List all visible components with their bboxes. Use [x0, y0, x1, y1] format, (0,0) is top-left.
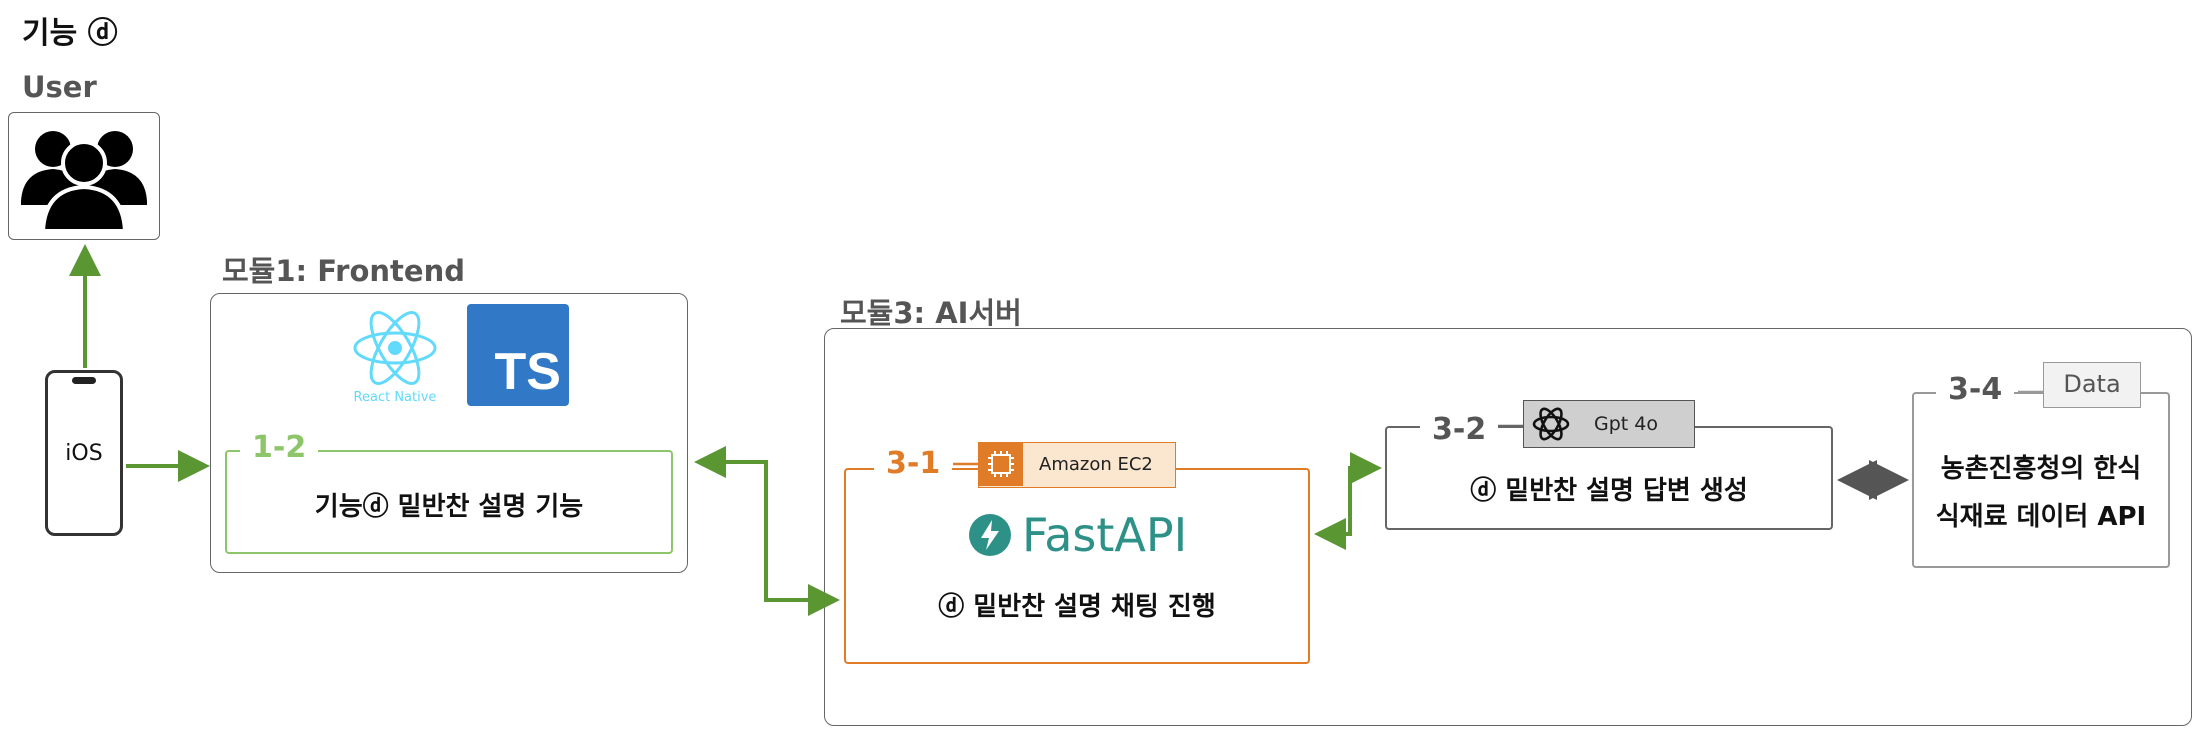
- users-group-icon: [21, 131, 147, 233]
- iphone-icon: iOS: [45, 370, 123, 536]
- arrow-fastapi-gpt: [1314, 452, 1382, 550]
- answer-generation-text: ⓓ 밑반찬 설명 답변 생성: [1470, 476, 1748, 506]
- fastapi-bolt-icon: [969, 514, 1011, 556]
- page-title: 기능 ⓓ: [22, 16, 118, 51]
- device-label: iOS: [65, 441, 103, 466]
- openai-icon: [1532, 407, 1570, 441]
- step-3-1-box: [844, 468, 1310, 664]
- ts-logo-text: TS: [494, 343, 561, 401]
- step-3-2-label: 3-2: [1420, 412, 1499, 448]
- frontend-feature-text: 기능ⓓ 밑반찬 설명 기능: [314, 492, 584, 522]
- step-3-4-label: 3-4: [1936, 372, 2015, 408]
- chat-progress-text: ⓓ 밑반찬 설명 채팅 진행: [938, 592, 1216, 622]
- react-native-label: React Native: [353, 390, 437, 405]
- step-1-2-box: [225, 450, 673, 554]
- step-3-4-box: [1912, 392, 2170, 568]
- data-badge: Data: [2043, 362, 2141, 408]
- fastapi-logo: FastAPI: [968, 508, 1198, 562]
- gpt-4o-badge: Gpt 4o: [1523, 400, 1695, 448]
- user-box: [8, 112, 160, 240]
- arrow-frontend-ai-server: [694, 446, 840, 616]
- api-text-line2: 식재료 데이터 API: [1935, 502, 2147, 532]
- api-text-line1: 농촌진흥청의 한식: [1940, 454, 2142, 484]
- module1-label: 모듈1: Frontend: [222, 254, 465, 288]
- react-native-logo: React Native: [350, 308, 440, 408]
- gpt-label: Gpt 4o: [1594, 413, 1658, 435]
- amazon-ec2-badge: Amazon EC2: [978, 442, 1176, 488]
- phone-notch: [72, 377, 96, 384]
- fastapi-label: FastAPI: [1022, 508, 1188, 562]
- react-icon: [353, 311, 437, 385]
- module3-label: 모듈3: AI서버: [840, 296, 1022, 330]
- ec2-label: Amazon EC2: [1039, 454, 1153, 475]
- step-1-2-label: 1-2: [240, 430, 319, 466]
- step-3-1-label: 3-1: [874, 446, 953, 482]
- ec2-icon: [979, 443, 1023, 486]
- user-label: User: [22, 70, 97, 104]
- typescript-logo: TS: [467, 304, 569, 406]
